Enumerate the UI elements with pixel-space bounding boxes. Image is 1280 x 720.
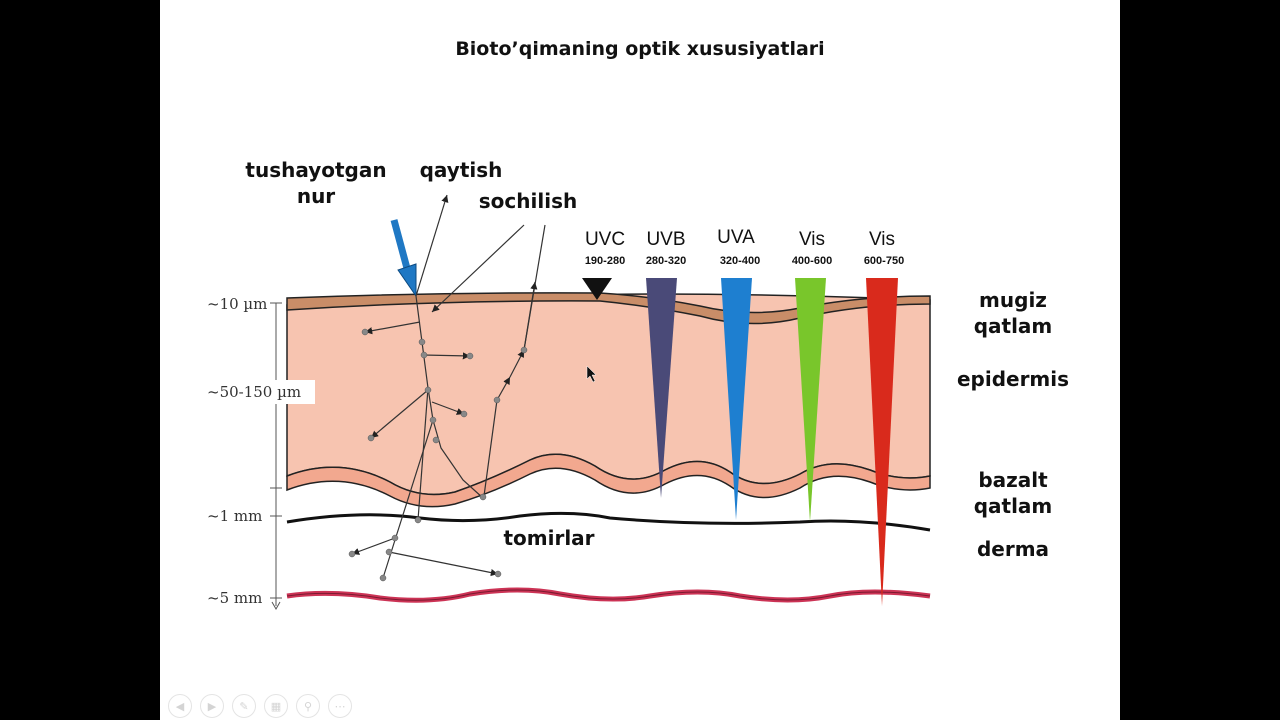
band-range-uvb: 280-320 [646, 255, 686, 267]
dermis-label: derma [977, 537, 1049, 561]
depth-label-50-150um: ~50-150 µm [207, 383, 301, 401]
reflection-label: qaytish [420, 158, 503, 182]
zoom-icon[interactable]: ⚲ [296, 694, 320, 718]
mouse-cursor-icon [586, 365, 597, 383]
slides-icon[interactable]: ▦ [264, 694, 288, 718]
band-name-uvc: UVC [585, 229, 625, 250]
uvc-penetration-marker [582, 278, 612, 300]
incident-light-label-line1: tushayotgan [245, 158, 386, 182]
band-range-uvc: 190-280 [585, 255, 625, 267]
incident-light-arrow [390, 219, 417, 298]
skin-diagram: ~10 µm ~50-150 µm ~1 mm ~5 mm [205, 158, 1069, 611]
next-icon[interactable]: ▶ [200, 694, 224, 718]
presentation-toolbar: ◀ ▶ ✎ ▦ ⚲ ⋯ [168, 694, 352, 718]
stratum-corneum-label-line1: mugiz [979, 288, 1047, 312]
scattering-points [348, 328, 528, 582]
band-name-vis-green: Vis [799, 229, 825, 250]
incident-light-label-line2: nur [297, 184, 335, 208]
band-name-uva: UVA [717, 227, 755, 248]
vis-red-penetration-wedge [866, 278, 898, 606]
scattering-label: sochilish [479, 189, 577, 213]
uvb-penetration-wedge [646, 278, 677, 498]
band-name-uvb: UVB [646, 229, 685, 250]
depth-label-10um: ~10 µm [207, 295, 267, 313]
band-name-vis-red: Vis [869, 229, 895, 250]
basal-layer [286, 453, 931, 508]
vessel-line [286, 511, 931, 532]
depth-label-5mm: ~5 mm [207, 589, 262, 607]
slide: Bioto’qimaning optik xususiyatlari ~ [160, 0, 1120, 720]
basal-layer-label-line1: bazalt [978, 468, 1048, 492]
depth-label-1mm: ~1 mm [207, 507, 262, 525]
pen-icon[interactable]: ✎ [232, 694, 256, 718]
prev-icon[interactable]: ◀ [168, 694, 192, 718]
basal-layer-label-line2: qatlam [974, 494, 1053, 518]
band-range-vis-green: 400-600 [792, 255, 832, 267]
stratum-corneum-label-line2: qatlam [974, 314, 1053, 338]
band-range-uva: 320-400 [720, 255, 760, 267]
uva-penetration-wedge [721, 278, 752, 520]
band-range-vis-red: 600-750 [864, 255, 904, 267]
slide-title: Bioto’qimaning optik xususiyatlari [455, 38, 825, 60]
vessels-label: tomirlar [503, 526, 594, 550]
depth-scale [270, 302, 282, 611]
more-icon[interactable]: ⋯ [328, 694, 352, 718]
vis-green-penetration-wedge [795, 278, 826, 522]
epidermis-label: epidermis [957, 367, 1069, 391]
